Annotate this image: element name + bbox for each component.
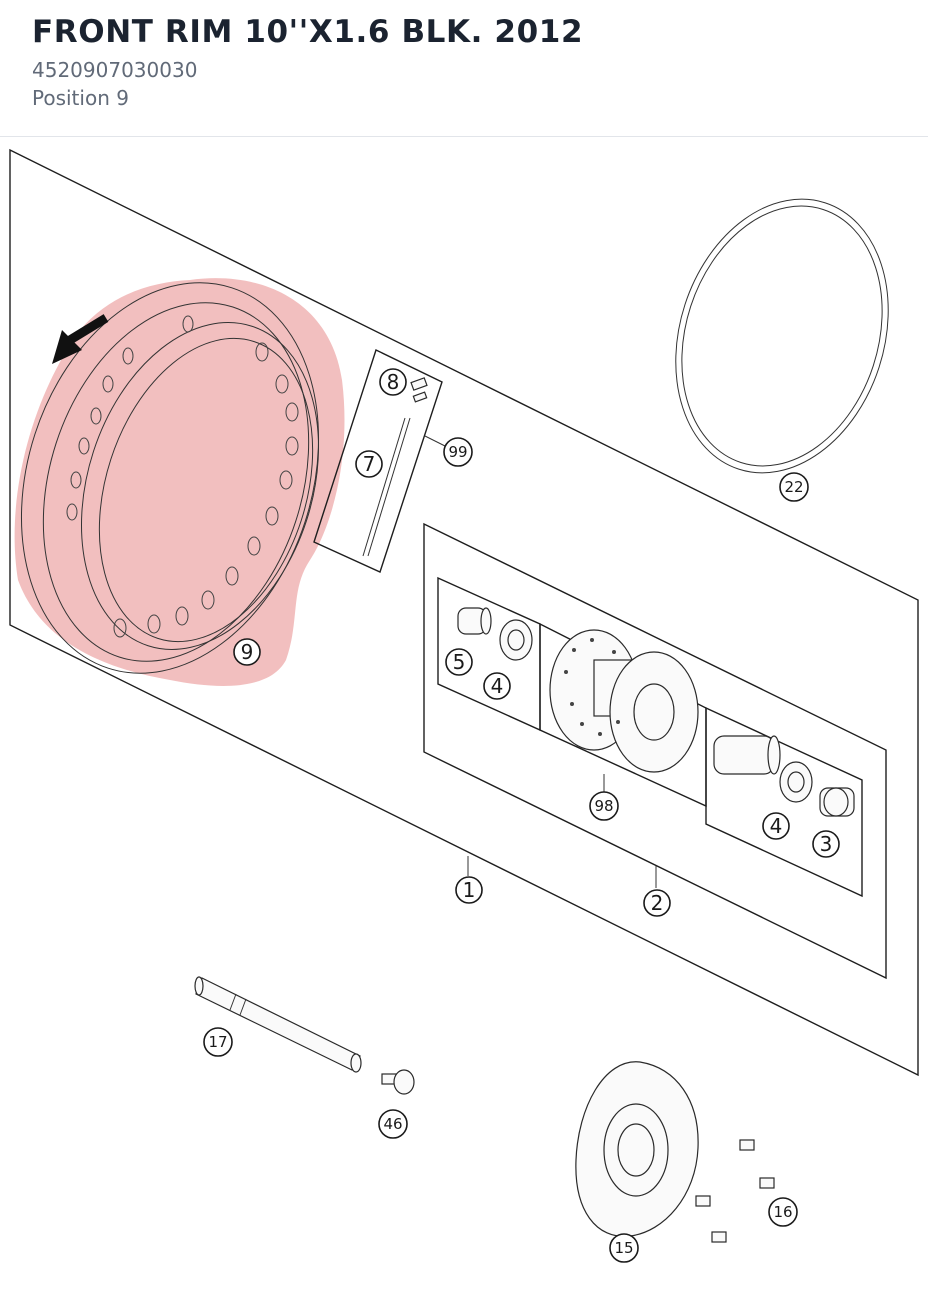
front-rim	[20, 282, 320, 674]
svg-text:4: 4	[770, 814, 783, 838]
hub-assembly-box	[423, 522, 887, 980]
svg-text:1: 1	[463, 878, 476, 902]
svg-text:9: 9	[241, 640, 254, 664]
brake-disc	[575, 1061, 699, 1237]
assembly-panel-outline	[9, 148, 919, 1077]
callout-1[interactable]: 1	[455, 876, 483, 904]
right-spacer	[713, 735, 781, 775]
right-sleeve	[819, 787, 855, 817]
svg-text:22: 22	[784, 478, 803, 496]
callout-17[interactable]: 17	[203, 1027, 233, 1057]
callout-7[interactable]: 7	[355, 450, 383, 478]
rotation-arrow-icon	[52, 314, 109, 364]
part-position: Position 9	[32, 86, 129, 110]
part-number: 4520907030030	[32, 58, 198, 82]
valve-stem	[367, 417, 411, 557]
callout-8[interactable]: 8	[379, 368, 407, 396]
callout-5[interactable]: 5	[445, 648, 473, 676]
svg-text:15: 15	[614, 1239, 633, 1257]
left-bearing	[499, 619, 533, 661]
highlight-region[interactable]	[14, 278, 345, 686]
callout-16[interactable]: 16	[768, 1197, 798, 1227]
callout-46[interactable]: 46	[378, 1109, 408, 1139]
rim-tape	[675, 198, 889, 474]
part-header: FRONT RIM 10''X1.6 BLK. 2012 45209070300…	[0, 0, 928, 137]
valve-kit-box	[313, 349, 443, 573]
wheel-hub	[549, 629, 699, 773]
callout-3[interactable]: 3	[812, 830, 840, 858]
callout-2[interactable]: 2	[643, 889, 671, 917]
svg-text:17: 17	[208, 1033, 227, 1051]
svg-text:16: 16	[773, 1203, 792, 1221]
callout-22[interactable]: 22	[779, 472, 809, 502]
leader-99	[424, 435, 446, 447]
disc-bolts	[695, 1139, 775, 1243]
svg-text:46: 46	[383, 1115, 402, 1133]
left-spacer	[457, 607, 492, 635]
callout-9[interactable]: 9	[233, 638, 261, 666]
exploded-parts-diagram: 9 8 7 99 22 5 4 98 4 3 1 2	[0, 138, 928, 1290]
part-title: FRONT RIM 10''X1.6 BLK. 2012	[32, 14, 584, 50]
svg-text:98: 98	[594, 797, 613, 815]
svg-text:3: 3	[820, 832, 833, 856]
callout-4-right[interactable]: 4	[762, 812, 790, 840]
svg-text:7: 7	[363, 452, 376, 476]
right-bearing	[779, 761, 813, 803]
svg-text:8: 8	[387, 370, 400, 394]
axle-bolt	[381, 1069, 415, 1095]
callout-4-left[interactable]: 4	[483, 672, 511, 700]
callout-99[interactable]: 99	[443, 437, 473, 467]
svg-text:5: 5	[453, 650, 466, 674]
callout-15[interactable]: 15	[609, 1233, 639, 1263]
callout-98[interactable]: 98	[589, 791, 619, 821]
svg-text:4: 4	[491, 674, 504, 698]
svg-text:99: 99	[448, 443, 467, 461]
svg-text:2: 2	[651, 891, 664, 915]
front-axle	[194, 976, 362, 1073]
